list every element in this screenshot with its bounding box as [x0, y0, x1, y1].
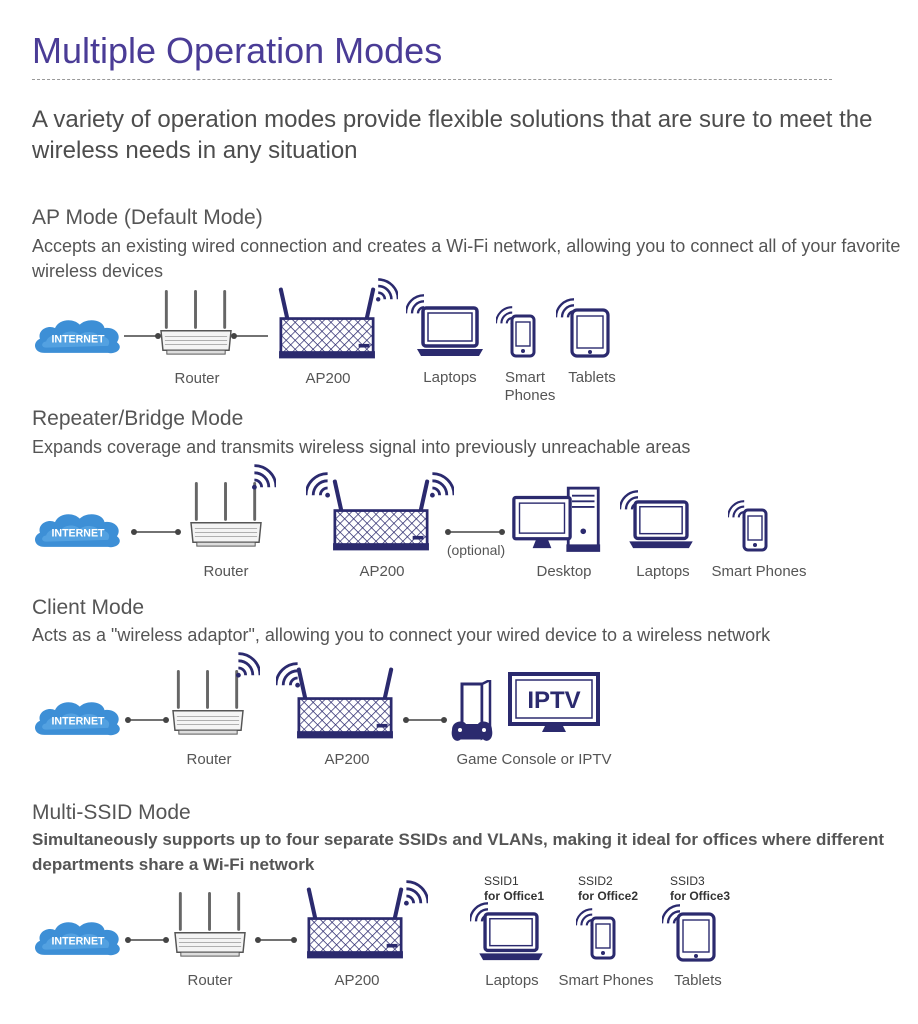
game-console-icon [450, 680, 494, 743]
mode-repeater-description: Expands coverage and transmits wireless … [32, 437, 691, 457]
ap200-icon [330, 478, 432, 554]
label-tablets: Tablets [674, 972, 722, 989]
router-icon [190, 481, 262, 547]
internet-label: INTERNET [51, 715, 105, 727]
ap200-icon [294, 666, 396, 742]
connection-line [125, 937, 169, 943]
iptv-tv-icon: IPTV [508, 672, 600, 734]
ssid2-label: SSID2 [578, 874, 613, 888]
wifi-signal-icon [306, 472, 330, 498]
page-subtitle: A variety of operation modes provide fle… [32, 106, 873, 164]
iptv-label: IPTV [527, 687, 580, 714]
ssid3-label: SSID3 [670, 874, 705, 888]
label-router: Router [186, 751, 232, 768]
desktop-icon [512, 486, 602, 554]
label-laptops: Laptops [485, 972, 539, 989]
router-icon [172, 669, 244, 735]
ap200-icon [276, 286, 378, 362]
label-router: Router [174, 370, 220, 387]
internet-cloud-icon: INTERNET [35, 320, 120, 354]
mode-repeater-title: Repeater/Bridge Mode [32, 407, 244, 430]
tablet-icon [570, 308, 610, 358]
label-phones: Phones [504, 387, 556, 404]
mode-multi-ssid-title: Multi-SSID Mode [32, 801, 191, 824]
title-divider [32, 79, 832, 80]
label-tablets: Tablets [568, 369, 616, 386]
connection-line [131, 529, 181, 535]
label-router: Router [187, 972, 233, 989]
internet-label: INTERNET [51, 333, 105, 345]
label-laptops: Laptops [423, 369, 477, 386]
mode-ap-title: AP Mode (Default Mode) [32, 206, 263, 229]
ssid1-office: for Office1 [484, 889, 545, 903]
internet-label: INTERNET [51, 935, 105, 947]
wifi-signal-icon [376, 278, 398, 302]
connection-line [231, 333, 268, 339]
laptop-icon [478, 912, 544, 962]
tablet-icon [676, 912, 716, 962]
ssid1-label: SSID1 [484, 874, 519, 888]
connection-line [403, 717, 447, 723]
wifi-signal-icon [430, 472, 454, 498]
mode-client-description: Acts as a "wireless adaptor", allowing y… [32, 625, 771, 645]
smart-phone-icon [510, 314, 536, 358]
wifi-signal-icon [404, 880, 428, 906]
connection-line [125, 717, 169, 723]
ssid3-office: for Office3 [670, 889, 731, 903]
router-icon [160, 289, 232, 355]
connection-line [124, 333, 161, 339]
label-ap200: AP200 [324, 751, 370, 768]
mode-client-title: Client Mode [32, 596, 145, 619]
label-ap200: AP200 [305, 370, 351, 387]
laptop-icon [628, 500, 694, 550]
label-desktop: Desktop [536, 563, 592, 580]
connection-line [445, 529, 505, 535]
label-game-console: Game Console or IPTV [456, 751, 612, 768]
smart-phone-icon [742, 508, 768, 552]
mode-multi-ssid-description: Simultaneously supports up to four separ… [32, 830, 885, 874]
label-optional: (optional) [446, 542, 506, 558]
router-icon [174, 891, 246, 957]
page-title: Multiple Operation Modes [32, 30, 443, 71]
label-smart-phones: Smart Phones [558, 972, 654, 989]
smart-phone-icon [590, 916, 616, 960]
ap200-icon [304, 886, 406, 962]
mode-ap-description: Accepts an existing wired connection and… [32, 236, 901, 281]
internet-cloud-icon: INTERNET [35, 702, 120, 736]
label-smart: Smart [504, 369, 546, 386]
wifi-signal-icon [236, 652, 260, 678]
label-ap200: AP200 [334, 972, 380, 989]
laptop-icon [416, 306, 484, 358]
label-router: Router [203, 563, 249, 580]
label-laptops: Laptops [636, 563, 690, 580]
connection-line [255, 937, 297, 943]
wifi-signal-icon [252, 464, 276, 490]
internet-label: INTERNET [51, 527, 105, 539]
internet-cloud-icon: INTERNET [35, 514, 120, 548]
label-smart-phones: Smart Phones [711, 563, 807, 580]
ssid2-office: for Office2 [578, 889, 639, 903]
internet-cloud-icon: INTERNET [35, 922, 120, 956]
label-ap200: AP200 [359, 563, 405, 580]
